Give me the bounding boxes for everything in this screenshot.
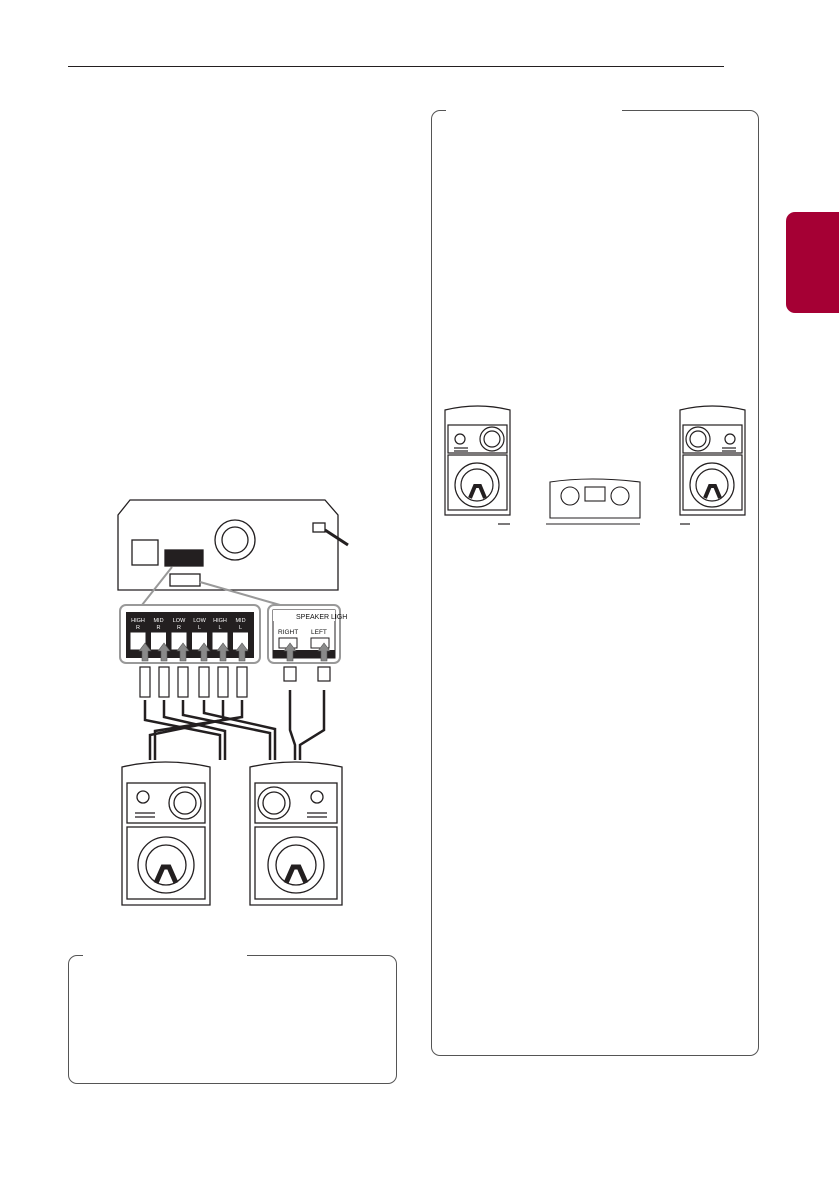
terminal-group-label: LOW [173, 618, 186, 624]
unit-rear-panel [117, 499, 349, 591]
terminal-group-label: MID [235, 618, 245, 624]
speaker-cables [143, 690, 326, 760]
placement-note-box [431, 108, 759, 1056]
note-box-title-gap [83, 953, 247, 959]
header-rule [68, 66, 724, 67]
terminal-group-label: HIGH [213, 618, 227, 624]
speaker-light-title: SPEAKER LIGH [296, 614, 347, 621]
left-speaker-illustration [444, 405, 511, 525]
insert-arrow [317, 642, 331, 662]
terminal-group-side: R [136, 625, 140, 631]
insert-arrow [283, 642, 297, 662]
terminal-group-side: R [177, 625, 181, 631]
right-label: RIGHT [278, 629, 298, 636]
connection-note-box [68, 953, 397, 1084]
speaker-plug [236, 666, 248, 698]
speaker-plug [139, 666, 151, 698]
terminal-group-label: LOW [193, 618, 206, 624]
speaker-plug [177, 666, 189, 698]
insert-arrow [176, 642, 190, 662]
left-speaker [121, 761, 211, 906]
chapter-tab [786, 212, 839, 313]
speaker-plug [283, 666, 297, 682]
terminal-group-side: L [239, 625, 242, 631]
main-unit-illustration [546, 478, 641, 525]
speaker-plug [198, 666, 210, 698]
terminal-group-side: L [198, 625, 201, 631]
right-speaker-illustration [679, 405, 746, 525]
speaker-plugs [138, 642, 331, 698]
left-label: LEFT [311, 629, 327, 636]
insert-arrow [216, 642, 230, 662]
speaker-plug [217, 666, 229, 698]
insert-arrow [197, 642, 211, 662]
insert-arrow [157, 642, 171, 662]
terminal-socket [129, 631, 147, 651]
speaker-plug [317, 666, 331, 682]
terminal-group-side: R [157, 625, 161, 631]
terminal-group-side: L [218, 625, 221, 631]
speaker-light-panel: SPEAKER LIGH RIGHT LEFT [267, 604, 347, 664]
right-speaker [249, 761, 343, 906]
speaker-plug [158, 666, 170, 698]
placement-illustration [444, 405, 746, 525]
terminal-group-label: HIGH [131, 618, 145, 624]
insert-arrow [138, 642, 152, 662]
note-box-title-gap [446, 108, 622, 114]
insert-arrow [235, 642, 249, 662]
terminal-group-label: MID [153, 618, 163, 624]
